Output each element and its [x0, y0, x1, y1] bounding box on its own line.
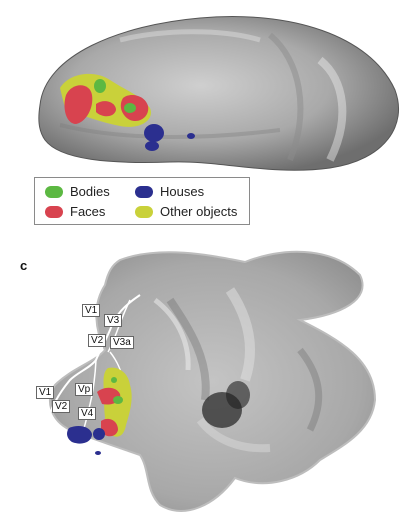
flattened-cortex — [48, 252, 375, 511]
inflated-brain — [39, 17, 399, 171]
legend-item-faces: Faces — [45, 204, 105, 219]
visual-area-label-v2-lower: V2 — [52, 400, 70, 413]
other-objects-swatch — [135, 206, 153, 218]
houses-swatch — [135, 186, 153, 198]
legend-item-bodies: Bodies — [45, 184, 110, 199]
visual-area-label-v4: V4 — [78, 407, 96, 420]
legend-label-faces: Faces — [70, 204, 105, 219]
panel-letter: c — [20, 258, 27, 273]
visual-area-label-v1-upper: V1 — [82, 304, 100, 317]
legend-item-houses: Houses — [135, 184, 204, 199]
faces-swatch — [45, 206, 63, 218]
legend: Bodies Houses Faces Other objects — [34, 177, 250, 225]
visual-area-label-v1-lower: V1 — [36, 386, 54, 399]
bodies-swatch — [45, 186, 63, 198]
visual-area-label-v2-upper: V2 — [88, 334, 106, 347]
visual-area-label-v3-upper: V3 — [104, 314, 122, 327]
legend-label-bodies: Bodies — [70, 184, 110, 199]
legend-item-other-objects: Other objects — [135, 204, 237, 219]
visual-area-label-v3a: V3a — [110, 336, 134, 349]
legend-label-other-objects: Other objects — [160, 204, 237, 219]
visual-area-label-vp: Vp — [75, 383, 93, 396]
legend-label-houses: Houses — [160, 184, 204, 199]
